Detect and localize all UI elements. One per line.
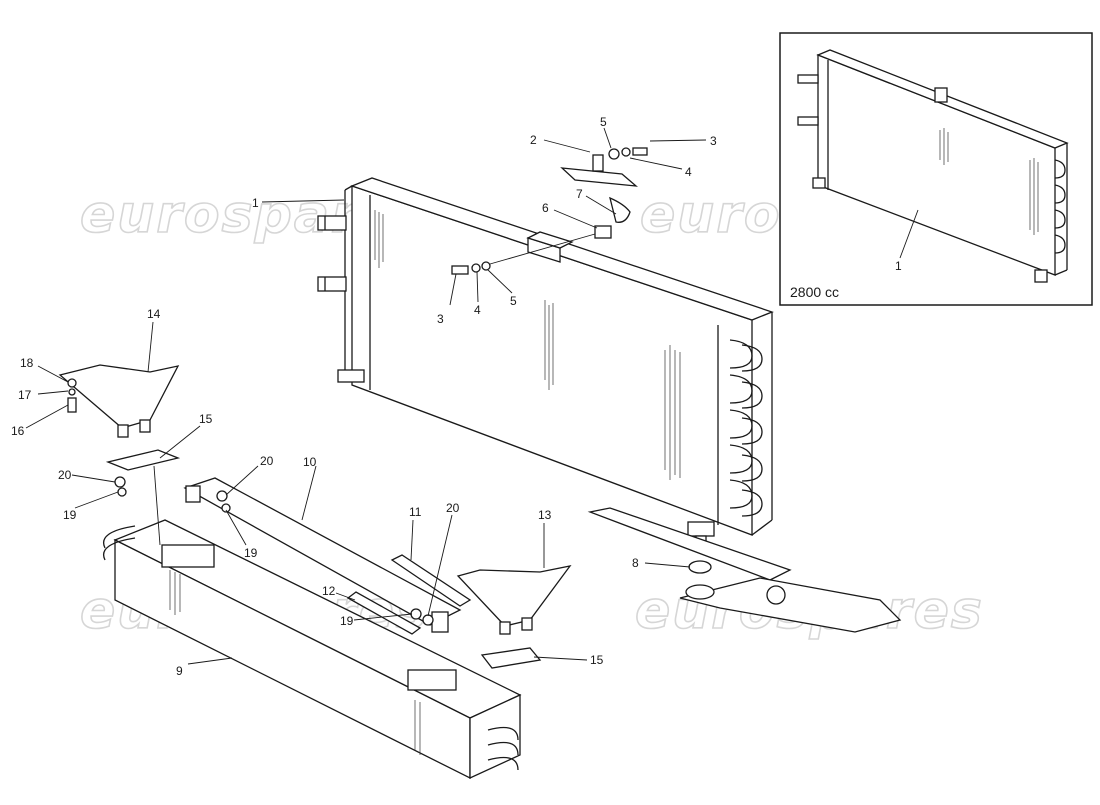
part-2-bracket [560, 167, 638, 187]
callout-5-lower: 5 [510, 294, 517, 308]
callout-5-upper: 5 [600, 115, 607, 129]
radiator-coils [729, 339, 763, 517]
callout-labels: 1 2 5 3 4 6 7 3 4 5 8 9 10 11 12 13 14 1… [11, 115, 717, 678]
support-rail-top [587, 507, 792, 581]
radiator-foot-right [687, 521, 715, 537]
part-5-washer-lower [481, 261, 491, 271]
middle-mount-parts [216, 490, 572, 669]
callout-19-mid: 19 [244, 546, 258, 560]
part-9-end-coils [487, 726, 519, 771]
callout-20-mid: 20 [260, 454, 274, 468]
part-6-bush [594, 225, 612, 239]
part-13-bracket [456, 565, 572, 627]
part-14-stud-a [117, 424, 129, 438]
inset-foot-right [1034, 269, 1048, 283]
callout-13: 13 [538, 508, 552, 522]
part-2-tab [592, 154, 604, 172]
part-3-bolt-upper [632, 147, 648, 156]
part-4-washer-upper [621, 147, 631, 157]
part-10-bracket-right [431, 611, 449, 633]
part-18-washer [67, 378, 77, 388]
inset-2800cc: 1 2800 cc [779, 32, 1093, 306]
callout-19-right: 19 [340, 614, 354, 628]
part-15-bracket-left [105, 449, 181, 471]
inset-pipes [797, 74, 819, 126]
part-13-stud-b [521, 617, 533, 631]
inset-hatching [939, 128, 1039, 235]
callout-8: 8 [632, 556, 639, 570]
callout-20-left: 20 [58, 468, 72, 482]
frame-plate-right [407, 669, 457, 691]
part-15-axis [153, 465, 161, 546]
callout-1: 1 [252, 196, 259, 210]
callout-11: 11 [409, 505, 422, 519]
support-grommet [685, 584, 715, 600]
support-plate [679, 577, 902, 633]
part-14-bracket [58, 364, 180, 429]
inset-label: 2800 cc [790, 284, 839, 300]
part-20-washer-mid [216, 490, 228, 502]
inset-leader-1 [899, 209, 919, 259]
callout-16: 16 [11, 424, 25, 438]
callout-3-lower: 3 [437, 312, 444, 326]
part-8-rubber-pad [688, 560, 712, 574]
callout-15-left: 15 [199, 412, 213, 426]
callout-6: 6 [542, 201, 549, 215]
callout-3-upper: 3 [710, 134, 717, 148]
callout-7: 7 [576, 187, 583, 201]
inset-radiator-edge-bottom [1054, 269, 1068, 276]
upper-mount-hardware [451, 147, 648, 275]
radiator-tank-top [344, 185, 353, 191]
callout-4-upper: 4 [685, 165, 692, 179]
part-12-rubber-mount [346, 591, 422, 635]
callout-12: 12 [322, 584, 336, 598]
part-13-stud-a [499, 621, 511, 635]
part-10-bracket-left [185, 485, 201, 503]
callout-20-right: 20 [446, 501, 460, 515]
part-17-washer [68, 388, 76, 396]
radiator-hatching [374, 210, 681, 480]
part-10-bar [183, 477, 462, 626]
callout-9: 9 [176, 664, 183, 678]
callout-19-left: 19 [63, 508, 77, 522]
part-11-rubber-mount [390, 554, 472, 607]
part-14-stud-b [139, 419, 151, 433]
callout-15-right: 15 [590, 653, 604, 667]
inset-coils [1054, 159, 1066, 254]
frame-hatching [169, 570, 421, 755]
callout-10: 10 [303, 455, 317, 469]
inset-foot-left [812, 177, 826, 189]
part-9-start-coils [103, 525, 136, 561]
radiator-inlet-pipes [317, 215, 347, 292]
part-20-washer-left [114, 476, 126, 488]
part-19-nut-right [410, 608, 422, 620]
callout-18: 18 [20, 356, 34, 370]
part-15-bracket-right [480, 647, 542, 669]
part-16-bolt [67, 397, 77, 413]
callout-17: 17 [18, 388, 32, 402]
part-20-washer-right [422, 614, 434, 626]
radiator-foot-left [337, 369, 365, 383]
part-7-clip [609, 196, 631, 223]
left-bracket-parts [58, 364, 181, 546]
inset-callout-1: 1 [895, 259, 902, 273]
frame-plate-left [161, 544, 215, 568]
radiator-bottom-edge [751, 519, 773, 536]
support-plate-hole [766, 585, 786, 605]
right-support [587, 507, 902, 633]
part-5-washer-upper [608, 148, 620, 160]
callout-14: 14 [147, 307, 161, 321]
part-19-nut-mid [221, 503, 231, 513]
part-19-nut-left [117, 487, 127, 497]
callout-2: 2 [530, 133, 537, 147]
inset-bracket [934, 87, 948, 103]
part-4-washer-lower [471, 263, 481, 273]
bolt-axis [489, 233, 596, 265]
lower-frame [103, 477, 522, 780]
leader-lines [25, 127, 707, 665]
callout-4-lower: 4 [474, 303, 481, 317]
part-3-bolt-lower [451, 265, 469, 275]
